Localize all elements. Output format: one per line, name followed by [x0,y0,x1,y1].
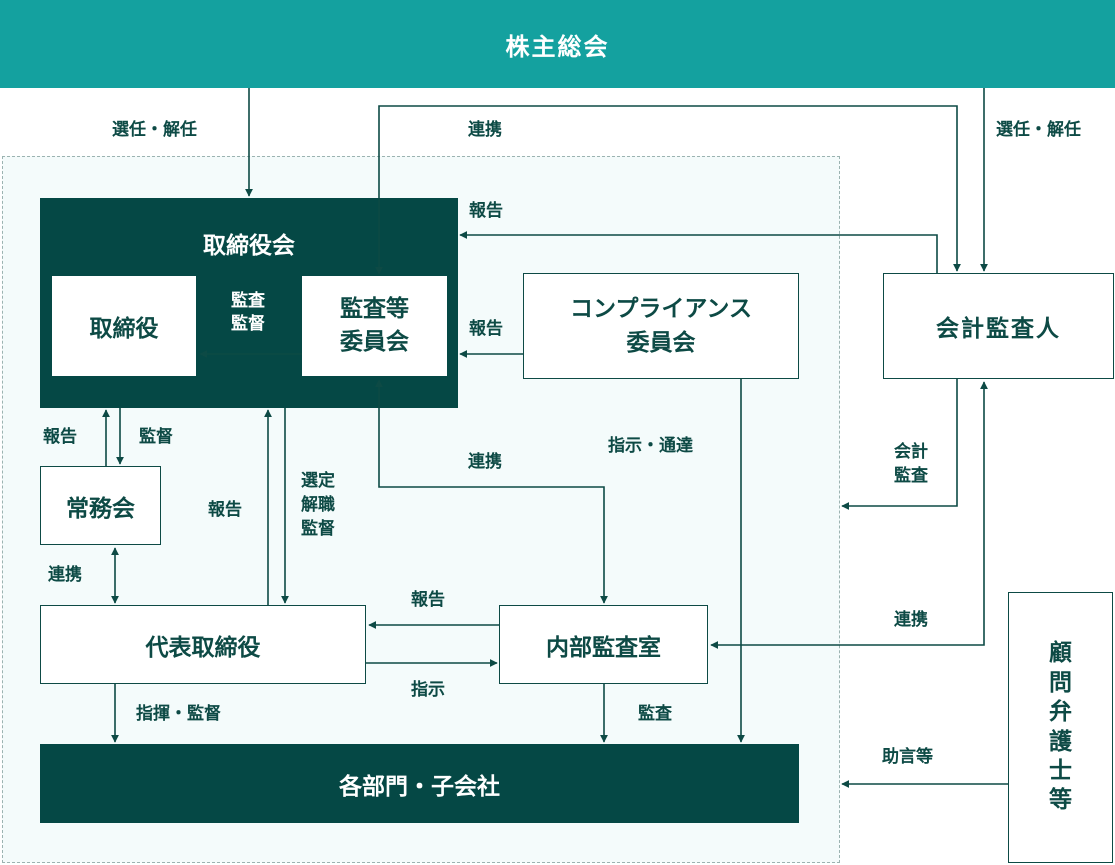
label-select-dismiss-supervise: 選定 解職 監督 [301,471,335,539]
legal-advisor-label: 顧 問 弁 護 士 等 [1049,640,1072,814]
label-advice: 助言等 [882,747,933,767]
audit-committee-box: 監査等 委員会 [302,276,447,376]
label-accounting-audit: 会計 監査 [894,442,928,486]
label-elect-dismiss-right: 選任・解任 [996,120,1081,140]
shareholders-meeting: 株主総会 [0,0,1115,88]
label-cooperation-right: 連携 [894,610,928,630]
board-title: 取締役会 [203,233,295,259]
arrow-cooperation-mid [375,379,608,604]
compliance-committee-label: コンプライアンス 委員会 [570,295,752,357]
arrow-cooperation-right [710,381,988,649]
internal-audit-box: 内部監査室 [499,605,708,684]
label-audit-supervise: 監査 監督 [231,291,265,334]
label-elect-dismiss-left: 選任・解任 [112,120,197,140]
label-cooperation-mid: 連携 [468,452,502,472]
accounting-auditor-label: 会計監査人 [936,316,1061,342]
accounting-auditor-box: 会計監査人 [883,273,1114,379]
label-report-internal: 報告 [411,590,445,610]
label-report-board: 報告 [469,201,503,221]
executive-committee-label: 常務会 [66,495,135,522]
audit-committee-label: 監査等 委員会 [340,295,409,355]
arrow-cooperation-top [375,105,961,275]
representative-director-label: 代表取締役 [145,634,261,661]
label-cooperation-top: 連携 [468,120,502,140]
representative-director-box: 代表取締役 [40,605,366,684]
arrow-report-board [459,231,938,273]
label-report-compliance: 報告 [469,319,503,339]
legal-advisor-box: 顧 問 弁 護 士 等 [1008,592,1113,863]
label-audit: 監査 [638,704,672,724]
executive-committee-box: 常務会 [40,466,161,545]
director-label: 取締役 [89,316,159,342]
label-report-rep: 報告 [208,500,242,520]
director-box: 取締役 [52,276,196,376]
departments-subsidiaries: 各部門・子会社 [40,744,799,823]
departments-label: 各部門・子会社 [339,773,500,800]
label-command-supervise: 指揮・監督 [136,704,221,724]
label-cooperation-exec-rep: 連携 [48,565,82,585]
internal-audit-label: 内部監査室 [546,634,661,661]
label-instruct-notify: 指示・通達 [608,436,693,456]
label-supervise-exec: 監督 [139,427,173,447]
label-report-exec: 報告 [43,427,77,447]
label-instruct: 指示 [411,680,445,700]
